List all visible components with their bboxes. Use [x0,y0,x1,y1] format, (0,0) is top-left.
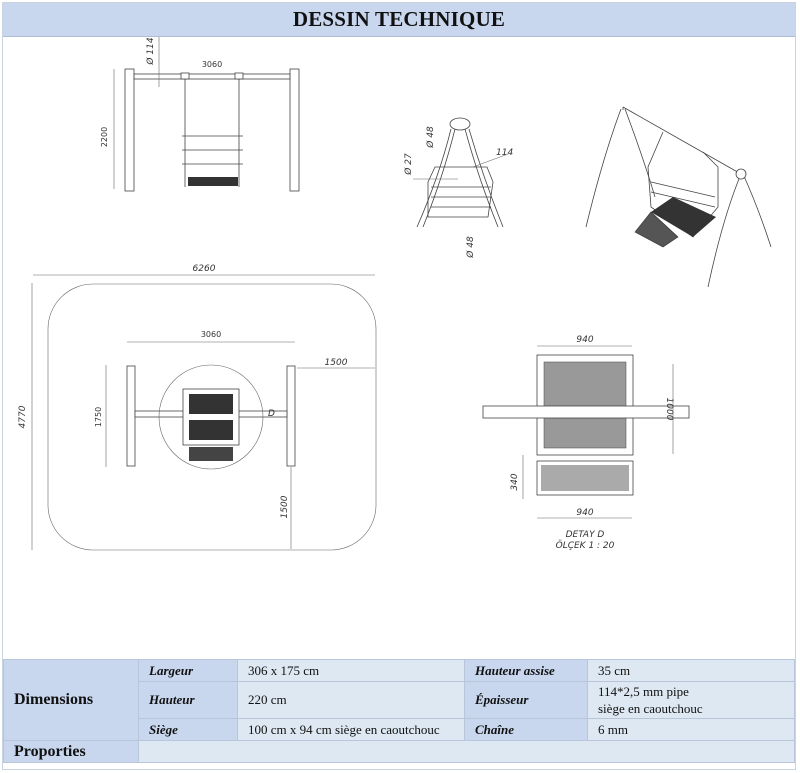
properties-empty-cell [138,740,795,763]
spec-value-line: 114*2,5 mm pipe [598,684,689,699]
spec-key: Hauteur [138,681,238,719]
side-view: Ø 48 Ø 27 114 Ø 48 [403,117,513,259]
plan-total-width: 6260 [193,264,216,274]
left-post [124,68,135,192]
front-view: 2200 3060 Ø 114 [100,37,300,192]
detail-bottom-width: 940 [576,508,593,518]
side-label-0: Ø 48 [425,126,436,149]
front-height-label: 2200 [100,127,109,147]
table-row: Dimensions Largeur 306 x 175 cm Hauteur … [3,659,795,741]
spec-value: 306 x 175 cm [237,659,465,682]
front-width-label: 3060 [202,60,222,69]
plan-frame-depth: 1750 [94,407,103,427]
detail-step-depth: 340 [510,473,520,490]
page-title: DESSIN TECHNIQUE [292,7,506,31]
detail-marker: D [268,409,275,419]
spec-value-multiline: 114*2,5 mm pipe siège en caoutchouc [587,681,795,719]
plan-total-depth: 4770 [18,405,28,428]
spec-key: Chaîne [464,718,588,741]
plan-clearance-side: 1500 [325,358,348,368]
spec-value: 6 mm [587,718,795,741]
hanger-right [234,72,244,80]
detail-caption-1: DETAY D [566,530,605,540]
side-label-3: Ø 48 [465,236,476,259]
table-row: Hauteur 220 cm Épaisseur 114*2,5 mm pipe… [4,681,795,719]
section-dimensions: Dimensions [3,659,139,741]
spec-key: Siège [138,718,238,741]
spec-key: Hauteur assise [464,659,588,682]
side-label-1: Ø 27 [403,153,414,176]
detail-view: 940 1000 340 940 DETAY D ÖLÇEK 1 : 20 [482,335,690,551]
spec-value: 220 cm [237,681,465,719]
plan-view: 6260 4770 3060 1750 D 1500 1500 [18,264,377,551]
section-properties: Proporties [3,740,139,763]
spec-value-line: siège en caoutchouc [598,701,703,716]
technical-drawing: 2200 3060 Ø 114 Ø 48 Ø 27 114 Ø 48 [3,37,795,659]
specifications-table: Dimensions Largeur 306 x 175 cm Hauteur … [3,659,795,763]
isometric-view [585,106,772,288]
hanger-left [180,72,190,80]
plan-clearance-front: 1500 [280,495,290,518]
safety-zone [47,283,377,551]
plan-frame-width: 3060 [201,330,221,339]
table-row: Proporties [3,740,795,763]
side-label-2: 114 [496,148,513,158]
spec-key: Largeur [138,659,238,682]
drawing-canvas: 2200 3060 Ø 114 Ø 48 Ø 27 114 Ø 48 [18,37,772,551]
title-bar: DESSIN TECHNIQUE [3,3,795,37]
detail-seat-depth: 1000 [664,398,674,421]
spec-value: 100 cm x 94 cm siège en caoutchouc [237,718,465,741]
spec-value: 35 cm [587,659,795,682]
seat-platform [188,177,238,186]
right-post [289,68,300,192]
detail-caption-2: ÖLÇEK 1 : 20 [556,540,615,551]
table-row: Siège 100 cm x 94 cm siège en caoutchouc… [4,718,795,741]
top-beam [133,73,291,80]
detail-top-width: 940 [576,335,593,345]
pipe-diameter-label: Ø 114 [145,37,156,65]
spec-key: Épaisseur [464,681,588,719]
